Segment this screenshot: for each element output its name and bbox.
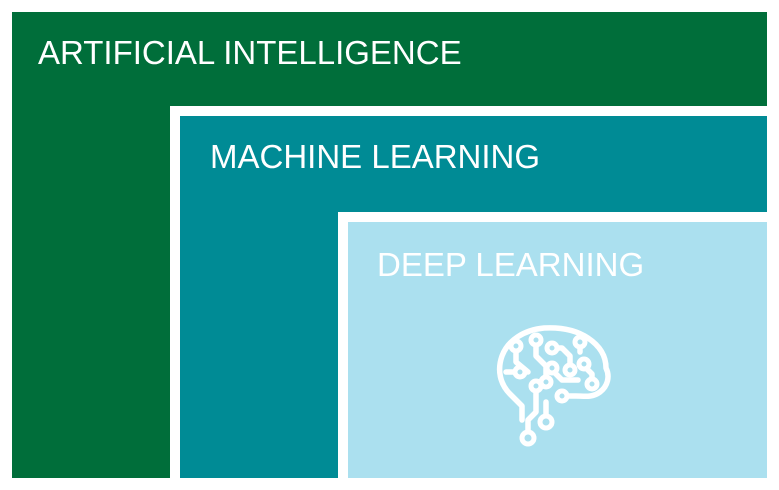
artificial-intelligence-label: ARTIFICIAL INTELLIGENCE bbox=[38, 34, 462, 71]
deep-learning-label: DEEP LEARNING bbox=[377, 246, 645, 283]
machine-learning-label: MACHINE LEARNING bbox=[210, 138, 541, 175]
brain-circuit-icon bbox=[496, 325, 611, 447]
